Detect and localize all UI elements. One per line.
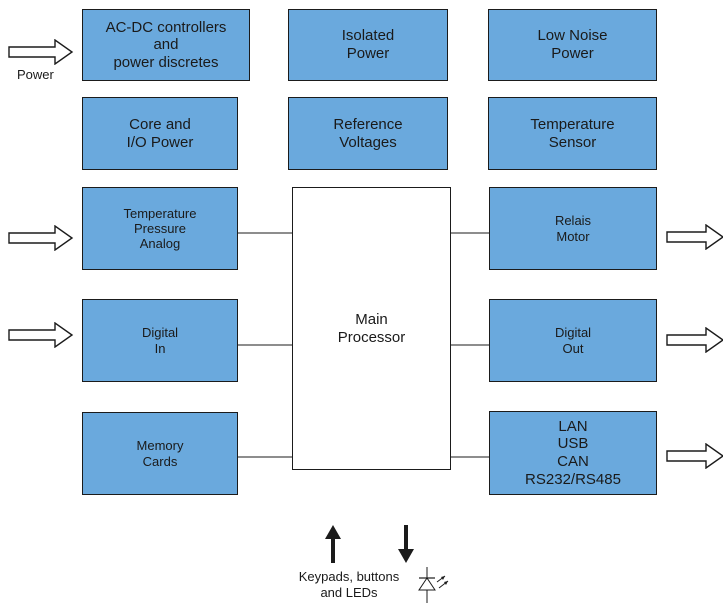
- isolated-power-block: Isolated Power: [288, 9, 448, 81]
- reference-voltages-block: Reference Voltages: [288, 97, 448, 170]
- analog-input-arrow-icon: [8, 225, 74, 251]
- power-input-arrow-icon: [8, 39, 74, 65]
- low-noise-power-label: Low Noise Power: [537, 27, 608, 62]
- ac-dc-controllers-block: AC-DC controllers and power discretes: [82, 9, 250, 81]
- comms-block: LAN USB CAN RS232/RS485: [489, 411, 657, 495]
- comms-label: LAN USB CAN RS232/RS485: [525, 417, 621, 488]
- core-io-power-label: Core and I/O Power: [126, 115, 194, 151]
- digital-in-label: Digital In: [141, 325, 179, 356]
- ac-dc-controllers-label: AC-DC controllers and power discretes: [105, 18, 227, 71]
- main-processor-block: Main Processor: [292, 187, 451, 470]
- digital-in-block: Digital In: [82, 299, 238, 382]
- relais-output-arrow-icon: [666, 224, 723, 250]
- keypads-buttons-leds-label: Keypads, buttons and LEDs: [298, 569, 400, 600]
- digital-out-block: Digital Out: [489, 299, 657, 382]
- power-label: Power: [17, 67, 54, 82]
- main-processor-label: Main Processor: [337, 311, 406, 346]
- down-arrow-icon: [398, 525, 414, 563]
- memory-cards-label: Memory Cards: [136, 438, 184, 469]
- digital-out-label: Digital Out: [554, 325, 592, 356]
- isolated-power-label: Isolated Power: [341, 27, 395, 62]
- core-io-power-block: Core and I/O Power: [82, 97, 238, 170]
- comms-output-arrow-icon: [666, 443, 723, 469]
- temperature-sensor-label: Temperature Sensor: [530, 115, 615, 151]
- up-arrow-icon: [325, 525, 341, 563]
- reference-voltages-label: Reference Voltages: [333, 115, 403, 151]
- relais-motor-block: Relais Motor: [489, 187, 657, 270]
- digital-output-arrow-icon: [666, 327, 723, 353]
- memory-cards-block: Memory Cards: [82, 412, 238, 495]
- relais-motor-label: Relais Motor: [554, 213, 592, 244]
- low-noise-power-block: Low Noise Power: [488, 9, 657, 81]
- temperature-pressure-analog-label: Temperature Pressure Analog: [123, 205, 197, 252]
- temperature-sensor-block: Temperature Sensor: [488, 97, 657, 170]
- led-icon: [418, 567, 449, 603]
- temperature-pressure-analog-block: Temperature Pressure Analog: [82, 187, 238, 270]
- digital-input-arrow-icon: [8, 322, 74, 348]
